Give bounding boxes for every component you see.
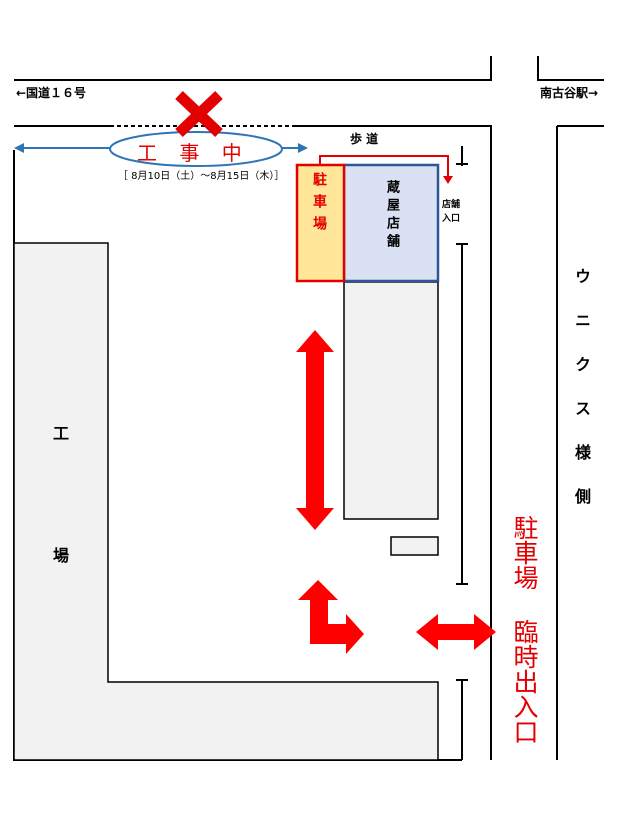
period-label: ［ 8月10日（土）～8月15日（木）］ [118, 171, 285, 182]
red-arrow-icon-vertical [296, 330, 334, 530]
store-entrance-label: 店舗入口 [442, 200, 461, 224]
fence-top [456, 146, 468, 166]
small-structure [390, 536, 439, 556]
entrance-arrowhead [443, 176, 453, 184]
entrance-path [319, 155, 449, 178]
sidewalk-label: 歩 道 [350, 132, 379, 146]
red-arrow-icon-bent [298, 580, 364, 654]
route16-label: ←国道１６号 [16, 86, 87, 100]
temp-entrance-label: 駐車場 臨時出入口 [510, 515, 539, 744]
store-block [342, 163, 440, 283]
store-label: 蔵屋店舗 [384, 180, 399, 252]
factory-building [13, 242, 439, 761]
road-line-top-left [14, 56, 492, 81]
parking-block [295, 163, 346, 283]
store-building [343, 281, 439, 520]
parking-label: 駐車場 [311, 172, 327, 238]
construction-ellipse [109, 131, 283, 167]
neighbor-edge [556, 125, 604, 760]
site-edge-top-right [295, 125, 492, 760]
neighbor-label: ウニクス様側 [572, 268, 591, 532]
red-arrow-icon-horizontal [416, 614, 496, 650]
factory-label-top: 工 [53, 424, 70, 443]
fence-bottom [456, 679, 468, 760]
x-cross-icon [175, 91, 223, 137]
fence-middle [456, 243, 468, 585]
construction-label: 工 事 中 [137, 141, 250, 165]
road-line-top-right [537, 56, 604, 81]
factory-label-bottom: 場 [53, 546, 70, 565]
station-label: 南古谷駅→ [540, 86, 599, 100]
